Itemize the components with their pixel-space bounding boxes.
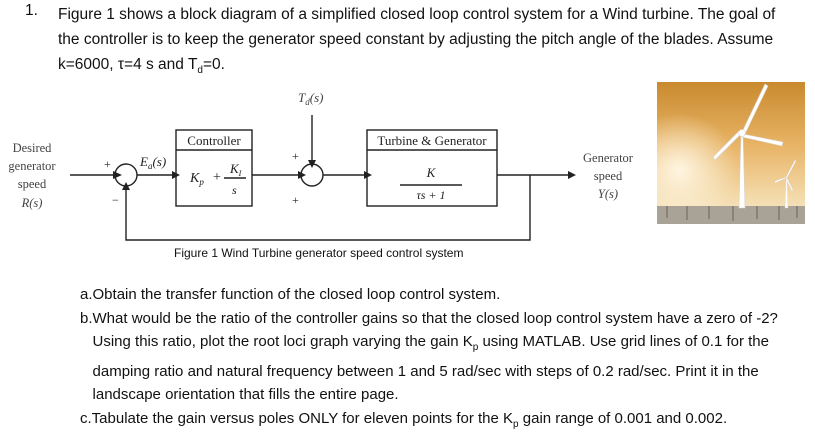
part-a: a. Obtain the transfer function of the c…: [80, 283, 800, 307]
sum1-plus-sign: +: [104, 157, 111, 171]
svg-text:R(s): R(s): [21, 196, 43, 210]
svg-text:generator: generator: [8, 159, 56, 173]
plant-numerator: K: [426, 165, 437, 180]
plant-denominator: τs + 1: [416, 188, 445, 202]
svg-text:Y(s): Y(s): [598, 187, 618, 201]
controller-plus: +: [213, 170, 221, 185]
controller-ki: KI: [229, 161, 242, 178]
svg-text:Desired: Desired: [13, 141, 53, 155]
sub-questions: a. Obtain the transfer function of the c…: [80, 283, 800, 436]
part-a-label: a.: [80, 283, 93, 307]
figure-caption: Figure 1 Wind Turbine generator speed co…: [174, 246, 463, 260]
svg-text:speed: speed: [18, 177, 47, 191]
controller-kp: Kp: [189, 171, 204, 187]
block-diagram: Desired generator speed R(s) Generator s…: [0, 80, 650, 270]
error-label: Ea(s): [139, 154, 166, 171]
feedback-path: [126, 175, 530, 240]
controller-title: Controller: [187, 133, 241, 148]
disturbance-label: Td(s): [298, 90, 323, 107]
input-label: Desired generator speed R(s): [8, 141, 56, 210]
svg-text:speed: speed: [594, 169, 623, 183]
plant-title: Turbine & Generator: [377, 133, 487, 148]
controller-s: s: [232, 183, 237, 197]
part-b-label: b.: [80, 307, 93, 407]
sum2-plus-left: +: [292, 193, 299, 207]
sum2-plus-top: +: [292, 149, 299, 163]
part-b-text: What would be the ratio of the controlle…: [93, 307, 800, 407]
part-a-text: Obtain the transfer function of the clos…: [93, 283, 800, 307]
output-label: Generator speed Y(s): [583, 151, 634, 201]
part-b: b. What would be the ratio of the contro…: [80, 307, 800, 407]
svg-text:Generator: Generator: [583, 151, 634, 165]
question-number: 1.: [25, 2, 38, 20]
question-text: Figure 1 shows a block diagram of a simp…: [58, 2, 798, 83]
wind-turbine-photo: [657, 82, 805, 224]
sum1-minus-sign: −: [112, 193, 119, 207]
